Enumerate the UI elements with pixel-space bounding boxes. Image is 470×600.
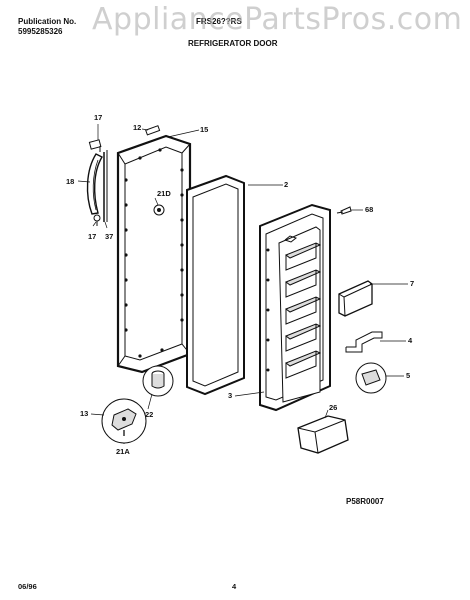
hinge-bushing (142, 365, 174, 397)
callout-5: 5 (406, 371, 411, 380)
model-number: FRS26??RS (196, 17, 242, 26)
shelf-bracket (345, 331, 383, 353)
callout-18: 18 (66, 177, 75, 186)
hinge-bracket (101, 398, 147, 444)
callout-22: 22 (145, 410, 154, 419)
handle-screw (93, 214, 101, 226)
plug-part (153, 204, 165, 216)
door-bin (297, 415, 349, 454)
callout-4: 4 (408, 336, 413, 345)
leader-lines (77, 124, 408, 444)
callout-3: 3 (228, 391, 233, 400)
publication-number: 5995285326 (18, 27, 63, 36)
callout-37: 37 (105, 232, 114, 241)
door-handle (86, 139, 103, 215)
callout-15: 15 (200, 125, 209, 134)
callout-68: 68 (365, 205, 374, 214)
callout-26: 26 (329, 403, 338, 412)
callout-2: 2 (284, 180, 289, 189)
dairy-bin-cover (338, 280, 373, 317)
door-liner (259, 203, 331, 412)
door-gasket-frame (116, 134, 192, 374)
clip-part (145, 125, 161, 136)
handle-trim-strip (103, 150, 108, 222)
callout-17-top: 17 (94, 113, 103, 122)
publication-label: Publication No. (18, 17, 77, 26)
footer-date: 06/96 (18, 582, 37, 591)
callout-12: 12 (133, 123, 142, 132)
screw-part (336, 206, 352, 215)
diagram-code: P58R0007 (346, 497, 384, 506)
inner-panel (186, 174, 245, 396)
page-title: REFRIGERATOR DOOR (188, 39, 278, 48)
callout-17-bottom: 17 (88, 232, 97, 241)
callout-21a: 21A (116, 447, 130, 456)
callout-7: 7 (410, 279, 415, 288)
footer-page-number: 4 (232, 582, 237, 591)
cover-part (355, 362, 387, 394)
callout-21d: 21D (157, 189, 171, 198)
callout-13: 13 (80, 409, 89, 418)
